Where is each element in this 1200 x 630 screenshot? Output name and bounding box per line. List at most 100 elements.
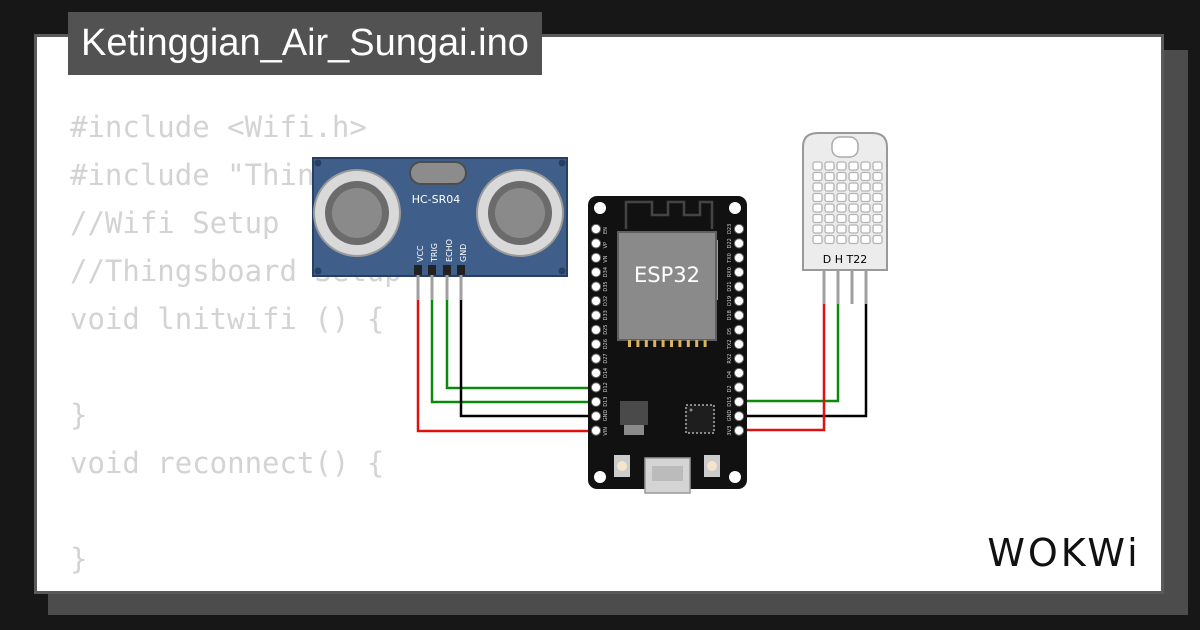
- esp32-pin-right-rx2[interactable]: [733, 353, 745, 364]
- wire-vcc-vin[interactable]: [416, 300, 594, 433]
- esp32-module-shield: [617, 231, 717, 341]
- esp32-pin-left-d34[interactable]: [590, 267, 602, 278]
- wire-dht-d15[interactable]: [738, 304, 840, 403]
- esp32-pin-label: VIN: [603, 427, 609, 436]
- boot-button[interactable]: [614, 455, 630, 477]
- esp32-pin-label: 3V3: [727, 426, 733, 436]
- pin-label-trig: TRIG: [430, 243, 439, 263]
- esp32-pin-right-d21[interactable]: [733, 281, 745, 292]
- esp32-pin-left-d35[interactable]: [590, 281, 602, 292]
- project-title: Ketinggian_Air_Sungai.ino: [68, 12, 542, 75]
- esp32-pin-right-d15[interactable]: [733, 396, 745, 407]
- esp32-pin-label: D35: [603, 281, 609, 291]
- esp32-pin-right-d19[interactable]: [733, 295, 745, 307]
- esp32-pin-label: GND: [727, 410, 733, 422]
- esp32-pin-right-d2[interactable]: [733, 382, 745, 393]
- esp32-pin-left-vin[interactable]: [590, 425, 602, 436]
- pin-label-gnd: GND: [459, 244, 468, 262]
- hc-sr04-sensor[interactable]: HC-SR04 VCC TRIG ECHO GND: [312, 157, 568, 300]
- esp32-pin-label: D12: [603, 382, 609, 392]
- esp32-pin-right-d5[interactable]: [733, 324, 745, 335]
- esp32-pin-label: D23: [727, 224, 733, 234]
- en-button[interactable]: [704, 455, 720, 477]
- esp32-pin-label: TX2: [727, 340, 733, 351]
- code-line: void reconnect() {: [70, 446, 385, 480]
- dht22-sensor[interactable]: D H T22: [802, 132, 888, 304]
- wire-trig-d13[interactable]: [430, 300, 594, 404]
- code-line: void setup() {: [70, 583, 489, 591]
- esp32-pin-label: VN: [603, 255, 609, 262]
- code-line: }: [70, 542, 88, 576]
- transducer-left: [313, 169, 401, 257]
- esp32-pin-right-3v3[interactable]: [733, 425, 745, 436]
- esp32-pin-label: D22: [727, 238, 733, 248]
- code-line: #include <Wifi.h>: [70, 110, 367, 144]
- wire-dht-gnd[interactable]: [738, 304, 868, 418]
- esp32-pin-label: D15: [727, 397, 733, 407]
- esp32-pin-label: D32: [603, 296, 609, 306]
- esp32-pin-label: D5: [727, 328, 733, 335]
- esp32-pin-label: D18: [727, 310, 733, 320]
- esp32-pin-left-vn[interactable]: [590, 252, 602, 263]
- esp32-pin-label: VP: [603, 242, 609, 248]
- pin-label-echo: ECHO: [445, 239, 454, 262]
- wokwi-logo-text: WOKWi: [987, 531, 1140, 575]
- crystal-oscillator: [409, 161, 467, 185]
- dht22-mount-hole: [831, 136, 859, 158]
- esp32-pin-left-d14[interactable]: [590, 367, 602, 379]
- esp32-pin-right-tx0[interactable]: [733, 252, 745, 263]
- wire-dht-3v3[interactable]: [738, 304, 826, 432]
- code-line: void lnitwifi () {: [70, 302, 385, 336]
- esp32-pin-right-d18[interactable]: [733, 310, 745, 321]
- esp32-pin-left-d13[interactable]: [590, 396, 602, 407]
- usb-uart-chip: [685, 404, 715, 434]
- esp32-pin-label: D14: [603, 368, 609, 378]
- esp32-pin-left-d33[interactable]: [590, 310, 602, 321]
- esp32-pin-label: D19: [727, 296, 733, 306]
- esp32-pin-label: D2: [727, 385, 733, 392]
- esp32-pin-left-d27[interactable]: [590, 353, 602, 364]
- esp32-pin-label: D33: [603, 310, 609, 320]
- esp32-label: ESP32: [634, 263, 700, 287]
- wire-echo-d12[interactable]: [445, 300, 594, 390]
- esp32-pin-label: D13: [603, 397, 609, 407]
- esp32-pin-left-gnd[interactable]: [590, 411, 602, 422]
- esp32-pin-label: RX2: [727, 354, 733, 364]
- code-line: //Wifi Setup: [70, 206, 280, 240]
- wokwi-logo: WOKWi: [987, 531, 1140, 575]
- transducer-right: [476, 169, 564, 257]
- esp32-pin-right-d4[interactable]: [733, 367, 745, 379]
- voltage-regulator: [620, 401, 648, 435]
- dht22-label: D H T22: [823, 253, 867, 266]
- wifi-antenna: [624, 200, 714, 229]
- esp32-pin-left-d26[interactable]: [590, 339, 602, 350]
- esp32-pin-left-d25[interactable]: [590, 324, 602, 335]
- esp32-pin-label: TX0: [727, 253, 733, 264]
- esp32-board[interactable]: ESP32 ENVPVND34D35D32D33D25D26D27D14D12D…: [588, 196, 747, 494]
- esp32-pin-left-en[interactable]: [590, 223, 602, 235]
- wiring: [416, 300, 868, 433]
- esp32-pin-label: EN: [603, 227, 609, 234]
- dht22-vent-grid: [812, 161, 883, 245]
- esp32-pin-label: D4: [727, 371, 733, 378]
- esp32-pin-right-gnd[interactable]: [733, 411, 745, 422]
- esp32-pin-label: D26: [603, 339, 609, 349]
- esp32-pin-label: D27: [603, 353, 609, 363]
- esp32-pin-right-d22[interactable]: [733, 238, 745, 249]
- esp32-pin-left-vp[interactable]: [590, 238, 602, 249]
- esp32-pin-left-d32[interactable]: [590, 295, 602, 307]
- esp32-pin-label: D34: [603, 267, 609, 277]
- wire-gnd-gnd[interactable]: [459, 300, 594, 418]
- module-pads: [628, 340, 707, 347]
- esp32-pin-label: GND: [603, 410, 609, 422]
- esp32-pin-left-d12[interactable]: [590, 382, 602, 393]
- esp32-pin-right-d23[interactable]: [733, 223, 745, 235]
- hc-sr04-label: HC-SR04: [412, 193, 461, 206]
- code-line: }: [70, 398, 88, 432]
- esp32-pin-right-tx2[interactable]: [733, 339, 745, 350]
- esp32-pin-label: D25: [603, 325, 609, 335]
- esp32-pin-label: D21: [727, 281, 733, 291]
- esp32-pin-right-rx0[interactable]: [733, 267, 745, 278]
